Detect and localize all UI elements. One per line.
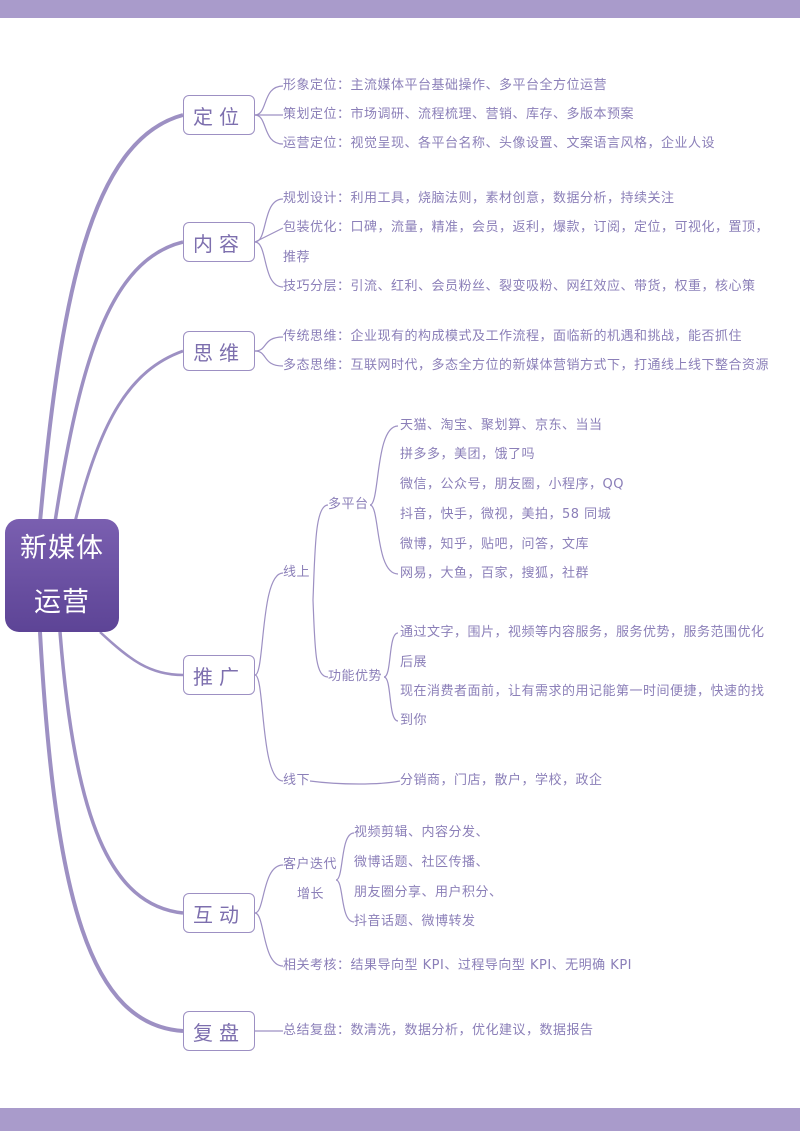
function-item: 通过文字，围片，视频等内容服务，服务优势，服务范围优化 (400, 625, 765, 640)
leaf-text: 总结复盘：数清洗，数据分析，优化建议，数据报告 (283, 1023, 594, 1038)
platform-item: 微信，公众号，朋友圈，小程序，QQ (400, 477, 624, 492)
platform-item: 天猫、淘宝、聚划算、京东、当当 (400, 418, 603, 433)
growth-label-line2: 增长 (297, 887, 325, 902)
branch-dingwei: 定位 (183, 95, 255, 135)
leaf-text: 包装优化：口碑，流量，精准，会员，返利，爆款，订阅，定位，可视化，置顶， (283, 220, 770, 235)
leaf-text: 策划定位：市场调研、流程梳理、营销、库存、多版本预案 (283, 107, 635, 122)
function-advantage-label: 功能优势 (328, 669, 383, 684)
multi-platform-label: 多平台 (328, 497, 369, 512)
function-item: 后展 (400, 655, 428, 670)
function-item: 到你 (400, 713, 428, 728)
platform-item: 拼多多，美团，饿了吗 (400, 447, 536, 462)
kpi-item: 相关考核：结果导向型 KPI、过程导向型 KPI、无明确 KPI (283, 958, 632, 973)
growth-item: 抖音话题、微博转发 (354, 914, 476, 929)
connector-tuiguang (99, 631, 184, 677)
connector-dingwei (38, 113, 184, 523)
offline-label: 线下 (283, 773, 311, 788)
leaf-text: 技巧分层：引流、红利、会员粉丝、裂变吸粉、网红效应、带货，权重，核心策 (283, 279, 756, 294)
leaf-text: 运营定位：视觉呈现、各平台名称、头像设置、文案语言风格，企业人设 (283, 136, 716, 151)
function-item: 现在消费者面前，让有需求的用记能第一时间便捷，快速的找 (400, 684, 765, 699)
leaf-text: 多态思维：互联网时代，多态全方位的新媒体营销方式下，打通线上线下整合资源 (283, 358, 770, 373)
connector-neirong (53, 240, 184, 523)
leaf-text: 推荐 (283, 250, 311, 265)
connector-siwei (73, 349, 184, 523)
central-title-line2: 运营 (34, 586, 90, 618)
leaf-text: 规划设计：利用工具，烧脑法则，素材创意，数据分析，持续关注 (283, 191, 675, 206)
branch-tuiguang: 推广 (183, 655, 255, 695)
platform-item: 网易，大鱼，百家，搜狐，社群 (400, 566, 590, 581)
online-label: 线上 (283, 565, 311, 580)
connector-hudong (58, 631, 184, 915)
growth-item: 朋友圈分享、用户积分、 (354, 885, 503, 900)
branch-neirong: 内容 (183, 222, 255, 262)
growth-label-line1: 客户迭代 (283, 857, 338, 872)
branch-hudong: 互动 (183, 893, 255, 933)
branch-fupan: 复盘 (183, 1011, 255, 1051)
platform-item: 抖音，快手，微视，美拍，58 同城 (400, 507, 612, 522)
branch-siwei: 思维 (183, 331, 255, 371)
leaf-text: 传统思维：企业现有的构成模式及工作流程，面临新的机遇和挑战，能否抓住 (283, 329, 743, 344)
growth-item: 微博话题、社区传播、 (354, 855, 490, 870)
bottom-bar (0, 1108, 800, 1131)
central-title-line1: 新媒体 (20, 532, 104, 564)
platform-item: 微博，知乎，贴吧，问答，文库 (400, 537, 590, 552)
central-node: 新媒体 运营 (5, 519, 119, 632)
growth-item: 视频剪辑、内容分发、 (354, 825, 490, 840)
connector-fupan (38, 631, 184, 1033)
top-bar (0, 0, 800, 18)
offline-item: 分销商，门店，散户，学校，政企 (400, 773, 603, 788)
leaf-text: 形象定位：主流媒体平台基础操作、多平台全方位运营 (283, 78, 608, 93)
